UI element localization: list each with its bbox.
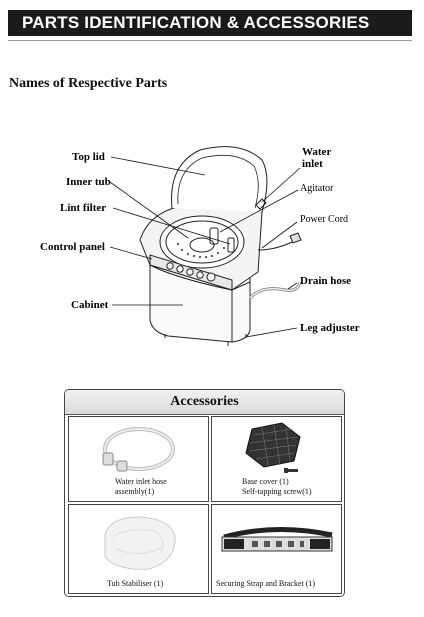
- accessory-base-cover: Base cover (1) Self-tapping screw(1): [211, 416, 342, 502]
- accessory-caption: Securing Strap and Bracket (1): [216, 579, 316, 588]
- accessory-caption: Water inlet hose: [115, 477, 167, 486]
- washer-diagram: Top lid Inner tub Lint filter Control pa…: [40, 146, 360, 346]
- label-leg-adjuster: Leg adjuster: [300, 322, 360, 334]
- label-lint-filter: Lint filter: [60, 202, 106, 214]
- base-cover-image: [245, 422, 301, 473]
- accessory-caption-2: Self-tapping screw(1): [242, 487, 312, 496]
- accessory-caption: Base cover (1): [242, 477, 289, 486]
- label-control-panel: Control panel: [40, 241, 105, 253]
- header-bar: PARTS IDENTIFICATION & ACCESSORIES: [8, 10, 412, 36]
- accessories-title: Accessories: [170, 394, 239, 409]
- section-title: Names of Respective Parts: [9, 76, 168, 91]
- label-inner-tub: Inner tub: [66, 176, 111, 188]
- callout-lines: [109, 156, 301, 338]
- accessory-caption: Tub Stabiliser (1): [107, 579, 164, 588]
- label-water-inlet: Water: [302, 146, 331, 158]
- accessory-tub-stabiliser: Tub Stabiliser (1): [68, 504, 209, 594]
- hose-image: [102, 427, 175, 472]
- washing-machine-illustration: [139, 146, 302, 346]
- accessory-water-inlet-hose: Water inlet hose assembly(1): [68, 416, 209, 502]
- accessory-caption-2: assembly(1): [115, 487, 155, 496]
- stabiliser-image: [104, 516, 176, 570]
- label-agitator: Agitator: [300, 183, 334, 194]
- page-title: PARTS IDENTIFICATION & ACCESSORIES: [22, 13, 370, 32]
- label-drain-hose: Drain hose: [300, 275, 351, 287]
- label-cabinet: Cabinet: [71, 299, 109, 311]
- header-divider: [8, 40, 412, 41]
- strap-image: [221, 526, 333, 552]
- label-top-lid: Top lid: [72, 151, 105, 163]
- label-water-inlet-2: inlet: [302, 158, 323, 170]
- label-power-cord: Power Cord: [300, 214, 348, 225]
- accessory-strap-bracket: Securing Strap and Bracket (1): [211, 504, 342, 594]
- accessories-header: Accessories: [65, 390, 344, 415]
- accessories-panel: Accessories Water inlet hose assembly(1)…: [64, 389, 345, 597]
